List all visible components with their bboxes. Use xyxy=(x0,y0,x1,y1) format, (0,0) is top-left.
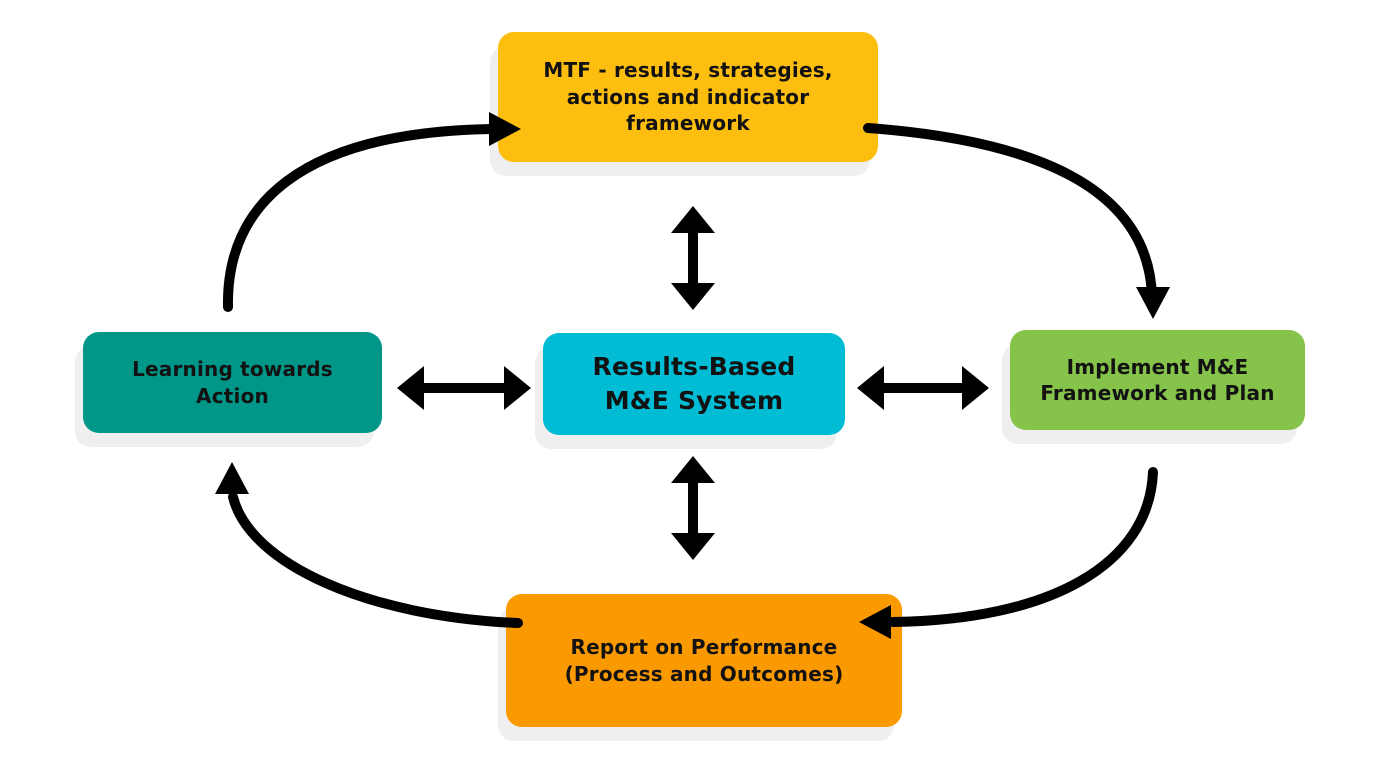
curved-arrow-report-to-learning-icon xyxy=(215,462,523,628)
node-mtf-framework-label: MTF - results, strategies, actions and i… xyxy=(543,58,833,136)
double-arrow-center-right-icon xyxy=(857,366,989,410)
node-mtf-framework: MTF - results, strategies, actions and i… xyxy=(498,32,878,162)
node-learning-towards-action-label: Learning towards Action xyxy=(132,357,333,408)
curved-arrow-learning-to-mtf-icon xyxy=(222,112,521,312)
curved-arrow-mtf-to-implement-icon xyxy=(863,123,1170,319)
node-implement-me-framework: Implement M&E Framework and Plan xyxy=(1010,330,1305,430)
node-report-on-performance-label: Report on Performance (Process and Outco… xyxy=(564,635,844,686)
node-report-on-performance: Report on Performance (Process and Outco… xyxy=(506,594,902,727)
double-arrow-center-top-icon xyxy=(671,206,715,310)
node-learning-towards-action: Learning towards Action xyxy=(83,332,382,433)
double-arrow-center-bottom-icon xyxy=(671,456,715,560)
node-results-based-me-system-label: Results-Based M&E System xyxy=(592,352,796,415)
curved-arrow-implement-to-report-icon xyxy=(859,467,1158,639)
double-arrow-center-left-icon xyxy=(397,366,531,410)
node-results-based-me-system: Results-Based M&E System xyxy=(543,333,845,435)
node-implement-me-framework-label: Implement M&E Framework and Plan xyxy=(1040,354,1275,405)
